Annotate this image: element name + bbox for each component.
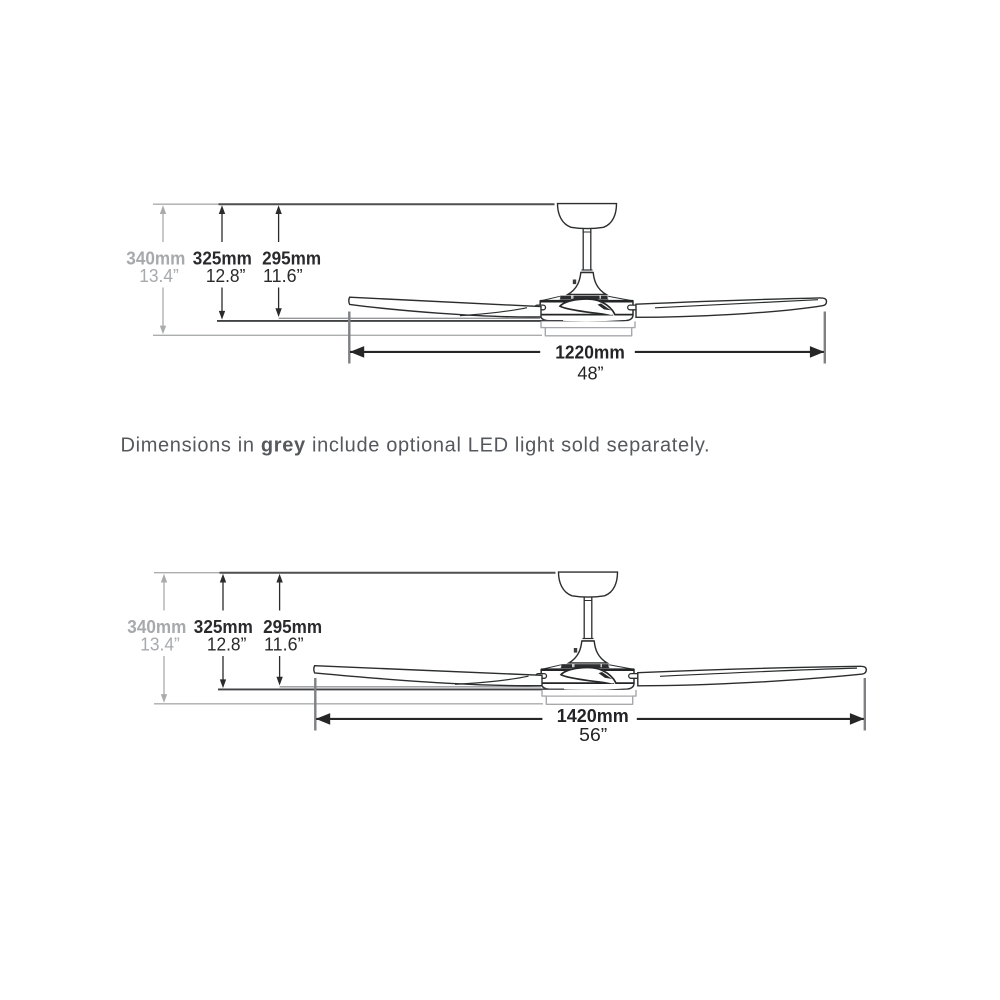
svg-text:1420mm: 1420mm xyxy=(557,706,629,726)
svg-text:1220mm: 1220mm xyxy=(555,343,625,363)
svg-text:Dimensions in grey include opt: Dimensions in grey include optional LED … xyxy=(121,435,711,457)
svg-text:56”: 56” xyxy=(579,725,607,745)
svg-text:48”: 48” xyxy=(577,364,603,384)
